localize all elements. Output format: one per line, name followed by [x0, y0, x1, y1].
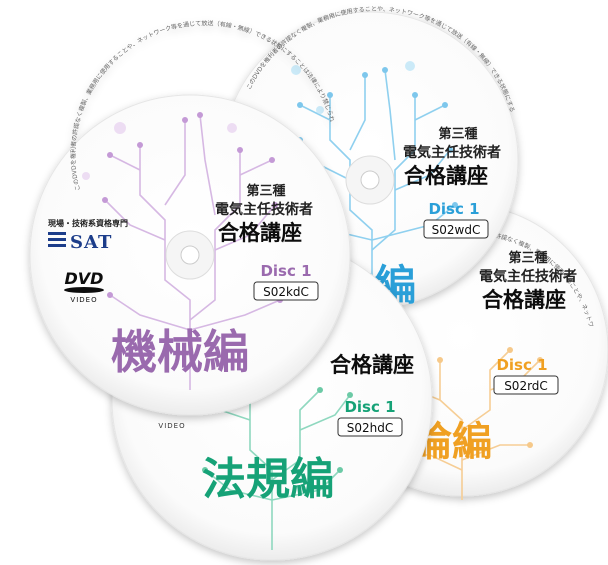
series-big-label: 合格講座	[330, 353, 414, 377]
disc-title: 法規編	[202, 454, 334, 505]
dvd-video-logo-icon: DVD VIDEO	[64, 269, 104, 304]
disc-code-label: S02wdC	[432, 223, 481, 237]
series-mid-label: 電気主任技術者	[403, 144, 501, 161]
series-big-label: 合格講座	[218, 221, 302, 245]
sat-logo-icon	[48, 232, 66, 247]
circuit-tree-icon	[104, 114, 281, 390]
disc-code-label: S02kdC	[263, 285, 309, 299]
series-mid-label: 電気主任技術者	[479, 268, 577, 285]
video-label: VIDEO	[158, 422, 185, 430]
brand-name: SAT	[70, 232, 112, 253]
video-label: VIDEO	[70, 296, 97, 304]
series-small-label: 第三種	[508, 250, 547, 266]
disc-number-label: Disc 1	[496, 356, 547, 374]
series-mid-label: 電気主任技術者	[215, 201, 313, 218]
disc-kikai: このDVDを権利者の許諾なく複製、業務用に使用することや、ネットワーク等を通じて…	[0, 0, 351, 416]
series-small-label: 第三種	[246, 183, 285, 199]
disc-number-label: Disc 1	[260, 262, 311, 280]
series-small-label: 第三種	[438, 126, 477, 142]
disc-number-label: Disc 1	[428, 200, 479, 218]
series-big-label: 合格講座	[482, 288, 566, 312]
disc-title: 機械編	[111, 325, 249, 379]
svg-text:DVD: DVD	[65, 269, 104, 288]
disc-number-label: Disc 1	[344, 398, 395, 416]
disc-code-label: S02hdC	[347, 421, 394, 435]
series-big-label: 合格講座	[404, 164, 488, 188]
brand-tagline: 現場・技術系資格専門	[48, 218, 128, 228]
disc-code-label: S02rdC	[504, 379, 548, 393]
